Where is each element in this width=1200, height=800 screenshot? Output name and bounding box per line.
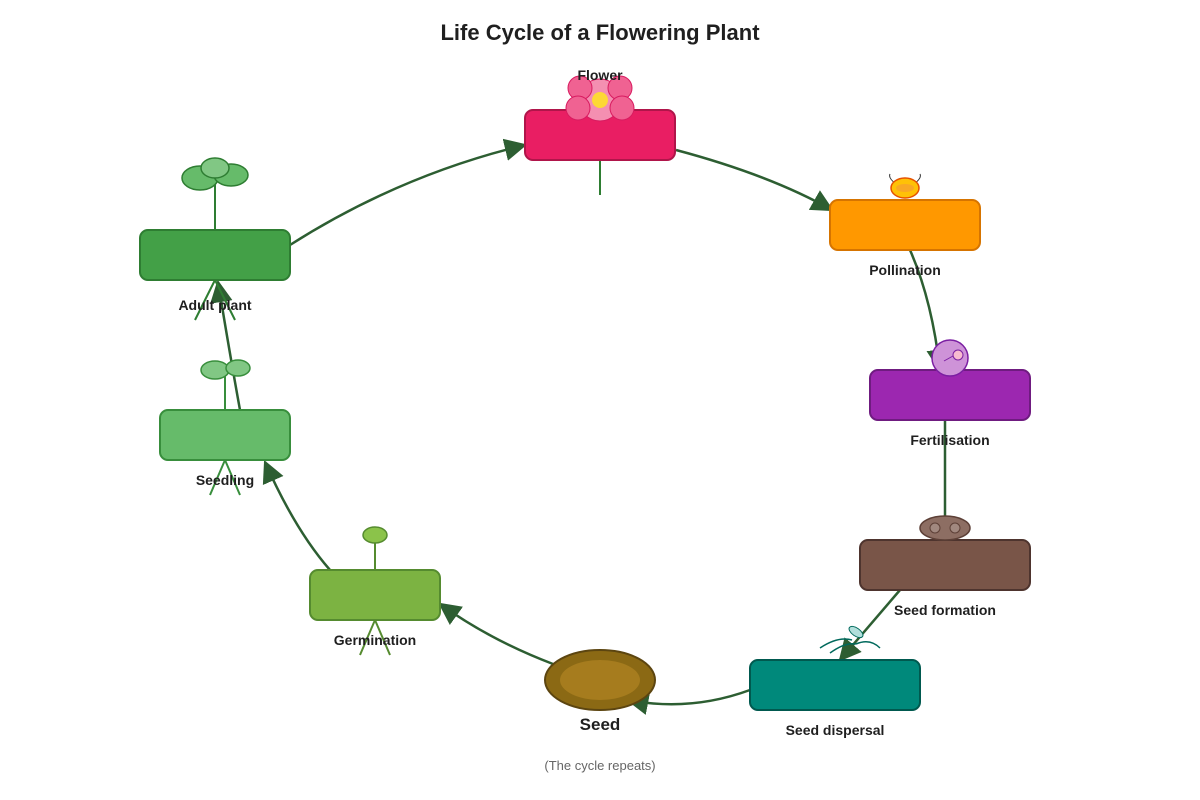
germination-label: Germination <box>334 632 416 648</box>
bee-icon <box>889 173 921 199</box>
seedling-leaves-icon <box>200 359 251 380</box>
adult-plant-label: Adult plant <box>178 297 251 313</box>
arrow-adult-plant-to-flower <box>289 138 528 247</box>
seedling-box <box>159 409 291 461</box>
seed-label: Seed <box>580 715 621 734</box>
arrow-seed-to-germination <box>438 602 554 666</box>
adult-plant-roots <box>194 279 236 321</box>
pollen-grain-icon <box>931 339 969 377</box>
stage-flower: Flower <box>524 67 676 195</box>
arrow-seedling-to-adult-plant <box>210 279 242 411</box>
winged-seed-icon <box>819 625 881 654</box>
stage-pollination: Pollination <box>829 173 981 278</box>
seed-dispersal-box <box>749 659 921 711</box>
fertilisation-label: Fertilisation <box>910 432 989 448</box>
cycle-footnote: (The cycle repeats) <box>544 758 655 773</box>
stage-fertilisation: Fertilisation <box>869 339 1031 448</box>
pollination-box <box>829 199 981 251</box>
seed-formation-label: Seed formation <box>894 602 996 618</box>
flower-icon <box>565 75 635 122</box>
germination-box <box>309 569 441 621</box>
arrow-germination-to-seedling <box>262 459 331 571</box>
plant-leaves-icon <box>181 157 249 191</box>
flower-label: Flower <box>577 67 623 83</box>
stage-seed-dispersal: Seed dispersal <box>749 625 921 738</box>
seedling-roots <box>209 459 241 496</box>
arrow-seed-formation-to-seed-dispersal <box>838 589 901 662</box>
stage-seed: Seed <box>544 649 656 734</box>
germination-roots <box>359 619 391 656</box>
fertilisation-box <box>869 369 1031 421</box>
adult-plant-box <box>139 229 291 281</box>
stage-seed-formation: Seed formation <box>859 515 1031 618</box>
seed-dispersal-label: Seed dispersal <box>786 722 885 738</box>
seedling-label: Seedling <box>196 472 254 488</box>
sprout-icon <box>362 526 388 544</box>
diagram-title: Life Cycle of a Flowering Plant <box>440 20 760 45</box>
arrow-seed-dispersal-to-seed <box>625 688 751 715</box>
stage-germination: Germination <box>309 526 441 656</box>
seed-formation-box <box>859 539 1031 591</box>
cycle-arrows <box>210 138 957 715</box>
stage-adult-plant: Adult plant <box>139 157 291 321</box>
arrow-flower-to-pollination <box>675 148 834 212</box>
pollination-label: Pollination <box>869 262 941 278</box>
stage-seedling: Seedling <box>159 359 291 496</box>
seed-pod-icon <box>919 515 971 541</box>
